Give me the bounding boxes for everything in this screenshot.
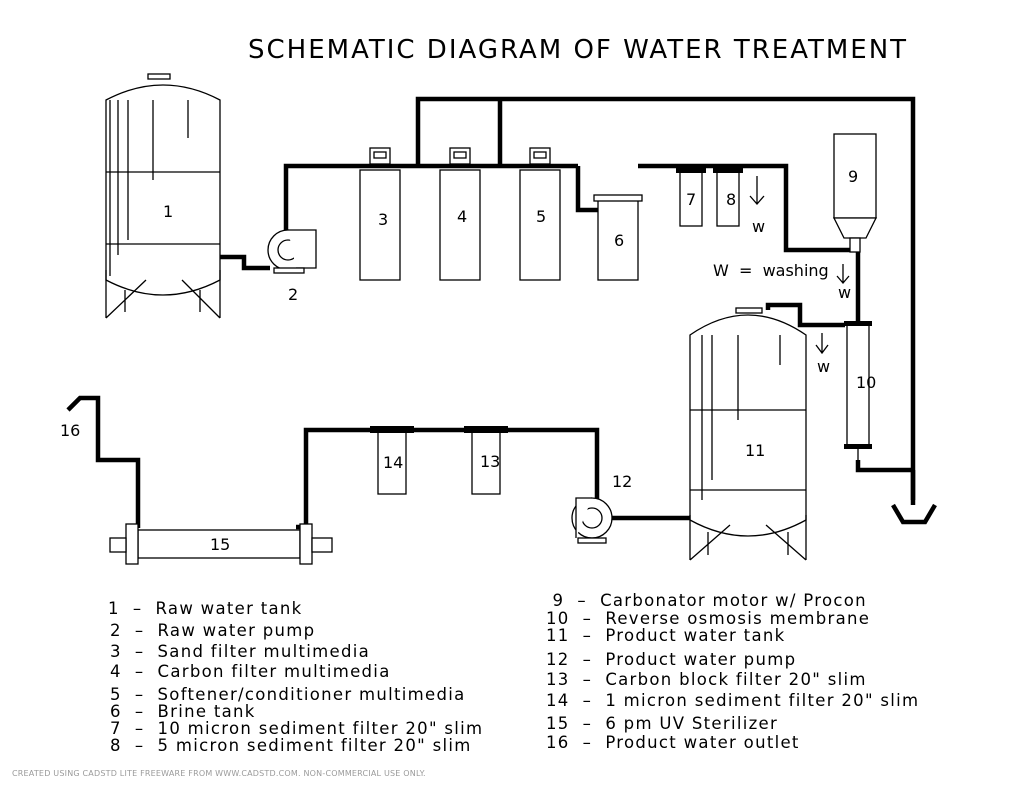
sand-filter: 3 xyxy=(359,147,401,281)
sediment-filter-10-micron: 7 xyxy=(676,167,706,227)
label-1: 1 xyxy=(163,202,173,221)
carbon-filter: 4 xyxy=(439,147,481,281)
legend-item: 16 – Product water outlet xyxy=(546,733,800,752)
washing-arrow-1: w xyxy=(749,176,765,236)
washing-marker-1: w xyxy=(752,217,765,236)
legend-item: 14 – 1 micron sediment filter 20" slim xyxy=(546,691,919,710)
legend-item: 7 – 10 micron sediment filter 20" slim xyxy=(110,719,483,738)
footer-watermark: CREATED USING CADSTD LITE FREEWARE FROM … xyxy=(12,769,426,778)
legend-item: 3 – Sand filter multimedia xyxy=(110,642,370,661)
product-water-pump: 12 xyxy=(571,472,632,544)
label-6: 6 xyxy=(614,231,624,250)
product-water-tank: 11 xyxy=(689,307,807,561)
legend-left: 1 – Raw water tank 2 – Raw water pump 3 … xyxy=(108,599,483,755)
legend-item: 2 – Raw water pump xyxy=(110,621,315,640)
washing-arrow-3: w xyxy=(815,333,830,376)
legend-right: 9 – Carbonator motor w/ Procon 10 – Reve… xyxy=(546,591,919,752)
washing-arrow-2: w xyxy=(836,264,851,302)
label-2: 2 xyxy=(288,285,298,304)
label-5: 5 xyxy=(536,207,546,226)
washing-marker-3: w xyxy=(817,357,830,376)
label-3: 3 xyxy=(378,210,388,229)
label-11: 11 xyxy=(745,441,765,460)
label-7: 7 xyxy=(686,190,696,209)
drain-outlet xyxy=(891,503,937,525)
carbon-block-filter-13: 13 xyxy=(464,426,508,495)
legend-item: 15 – 6 pm UV Sterilizer xyxy=(546,714,778,733)
washing-marker-2: w xyxy=(838,283,851,302)
label-4: 4 xyxy=(457,207,467,226)
label-14: 14 xyxy=(383,453,403,472)
label-12: 12 xyxy=(612,472,632,491)
label-15: 15 xyxy=(210,535,230,554)
label-10: 10 xyxy=(856,373,876,392)
carbonator-motor: 9 xyxy=(832,133,878,253)
legend-item: 5 – Softener/conditioner multimedia xyxy=(110,685,466,704)
legend-item: 12 – Product water pump xyxy=(546,650,796,669)
softener-filter: 5 xyxy=(519,147,561,281)
label-13: 13 xyxy=(480,452,500,471)
uv-sterilizer: 15 xyxy=(109,523,333,565)
legend-item: 1 – Raw water tank xyxy=(108,599,303,618)
label-8: 8 xyxy=(726,190,736,209)
label-16: 16 xyxy=(60,421,80,440)
legend-item: 10 – Reverse osmosis membrane xyxy=(546,609,870,628)
legend-item: 6 – Brine tank xyxy=(110,702,256,721)
legend-item: 4 – Carbon filter multimedia xyxy=(110,662,391,681)
legend-item: 11 – Product water tank xyxy=(546,626,785,645)
washing-legend: W = washing xyxy=(713,261,829,280)
sediment-filter-5-micron: 8 xyxy=(713,167,743,227)
legend-item: 8 – 5 micron sediment filter 20" slim xyxy=(110,736,472,755)
brine-tank: 6 xyxy=(593,194,643,281)
raw-water-pump: 2 xyxy=(267,229,317,304)
micron-sediment-filter-14: 14 xyxy=(370,426,414,495)
diagram-title: SCHEMATIC DIAGRAM OF WATER TREATMENT xyxy=(248,35,908,65)
reverse-osmosis-membrane: 10 xyxy=(844,321,876,470)
legend-item: 13 – Carbon block filter 20" slim xyxy=(546,670,867,689)
label-9: 9 xyxy=(848,167,858,186)
raw-water-tank: 1 xyxy=(105,73,221,319)
legend-item: 9 – Carbonator motor w/ Procon xyxy=(546,591,867,610)
